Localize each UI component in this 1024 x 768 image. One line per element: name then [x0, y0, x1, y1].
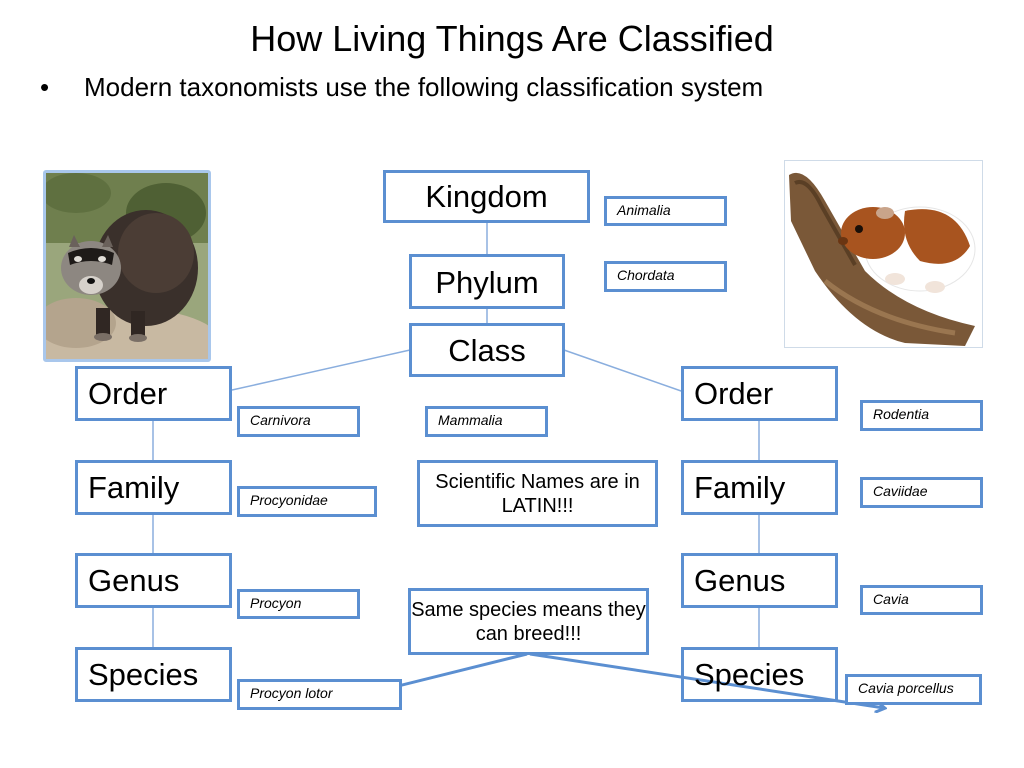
right-species-value-box: Cavia porcellus [845, 674, 982, 705]
left-species-box: Species [75, 647, 232, 702]
breed-note-box: Same species means they can breed!!! [408, 588, 649, 655]
kingdom-box: Kingdom [383, 170, 590, 223]
left-genus-value-box: Procyon [237, 589, 360, 619]
raccoon-photo [43, 170, 211, 362]
latin-note-text: Scientific Names are in LATIN!!! [435, 470, 640, 517]
left-genus-value: Procyon [250, 595, 302, 611]
breed-arrow-left [378, 652, 528, 691]
phylum-label: Phylum [435, 265, 539, 300]
left-family-value-box: Procyonidae [237, 486, 377, 517]
right-species-box: Species [681, 647, 838, 702]
class-right-order-line [563, 349, 685, 393]
left-family-label: Family [88, 470, 180, 505]
left-species-value-box: Procyon lotor [237, 679, 402, 710]
kingdom-value-box: Animalia [604, 196, 727, 226]
left-genus-box: Genus [75, 553, 232, 608]
right-order-box: Order [681, 366, 838, 421]
left-family-value: Procyonidae [250, 492, 328, 508]
left-family-box: Family [75, 460, 232, 515]
left-order-box: Order [75, 366, 232, 421]
class-box: Class [409, 323, 565, 377]
right-family-value: Caviidae [873, 483, 928, 499]
class-left-order-line [231, 349, 411, 391]
bullet-text: Modern taxonomists use the following cla… [84, 72, 764, 102]
slide-title: How Living Things Are Classified [250, 18, 774, 59]
right-family-box: Family [681, 460, 838, 515]
right-family-label: Family [694, 470, 786, 505]
guinea-pig-image [785, 161, 982, 347]
phylum-value-box: Chordata [604, 261, 727, 292]
right-order-value: Rodentia [873, 406, 930, 422]
kingdom-label: Kingdom [425, 179, 548, 214]
left-genus-label: Genus [88, 563, 180, 598]
right-order-label: Order [694, 376, 774, 411]
phylum-value: Chordata [617, 267, 675, 283]
right-family-value-box: Caviidae [860, 477, 983, 508]
right-genus-label: Genus [694, 563, 786, 598]
right-species-label: Species [694, 657, 805, 692]
right-genus-value: Cavia [873, 591, 909, 607]
right-species-value: Cavia porcellus [858, 680, 954, 696]
latin-note-box: Scientific Names are in LATIN!!! [417, 460, 658, 527]
class-value: Mammalia [438, 412, 503, 428]
raccoon-image [46, 173, 208, 359]
left-species-label: Species [88, 657, 199, 692]
bullet-item: • Modern taxonomists use the following cl… [40, 72, 763, 103]
left-order-label: Order [88, 376, 168, 411]
bullet-dot: • [40, 72, 50, 102]
class-label: Class [448, 333, 526, 368]
right-genus-box: Genus [681, 553, 838, 608]
right-genus-value-box: Cavia [860, 585, 983, 615]
right-order-value-box: Rodentia [860, 400, 983, 431]
left-order-value-box: Carnivora [237, 406, 360, 437]
left-order-value: Carnivora [250, 412, 311, 428]
breed-note-text: Same species means they can breed!!! [411, 598, 646, 645]
class-value-box: Mammalia [425, 406, 548, 437]
phylum-box: Phylum [409, 254, 565, 309]
guinea-pig-photo [784, 160, 983, 348]
left-species-value: Procyon lotor [250, 685, 333, 701]
kingdom-value: Animalia [617, 202, 671, 218]
